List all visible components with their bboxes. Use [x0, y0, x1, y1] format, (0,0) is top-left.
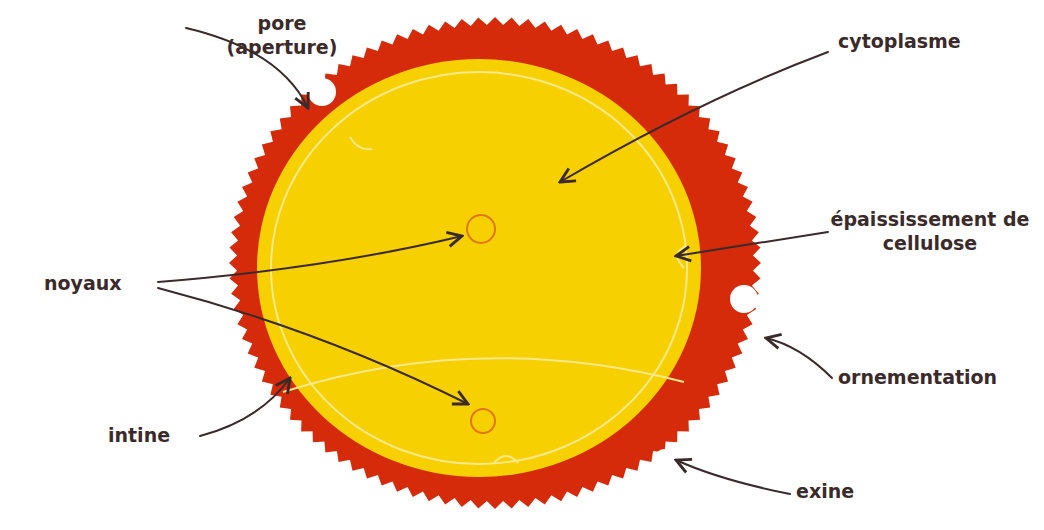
pore-notch	[655, 449, 673, 467]
leader-line	[200, 378, 290, 436]
pore-notch	[308, 78, 336, 106]
leader-line	[560, 52, 828, 182]
leader-line	[158, 236, 462, 282]
part-label: cytoplasme	[838, 30, 961, 54]
cellulose-thickening	[494, 456, 518, 463]
exine-layer	[229, 17, 761, 509]
intine-line	[271, 72, 687, 464]
part-label: noyaux	[44, 272, 122, 296]
nucleus	[471, 409, 495, 433]
leader-line	[676, 460, 790, 494]
cellulose-thickening	[677, 246, 686, 268]
pore-notch	[730, 285, 758, 313]
cellulose-thickening	[350, 137, 372, 149]
generative-cell-line	[283, 358, 684, 392]
part-label: intine	[108, 424, 170, 448]
part-label: ornementation	[838, 366, 997, 390]
nucleus	[467, 215, 495, 243]
leader-line	[158, 288, 468, 404]
cytoplasm	[257, 59, 701, 477]
part-label: pore (aperture)	[212, 12, 352, 60]
part-label: exine	[796, 480, 854, 504]
leader-line	[766, 338, 832, 378]
leader-line	[676, 232, 828, 256]
part-label: épaississement de cellulose	[830, 208, 1030, 256]
